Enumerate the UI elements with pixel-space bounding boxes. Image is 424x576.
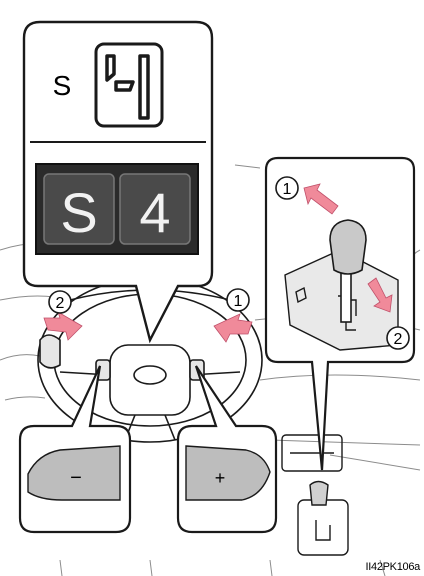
plus-paddle-symbol: +	[215, 468, 226, 488]
figure-id-label: II42PK106a	[366, 561, 421, 573]
shift-up-callout-number: 1	[283, 181, 292, 198]
panel-mode-letter: S	[60, 181, 97, 244]
panel-gear-number: 4	[139, 181, 170, 244]
mode-letter-small: S	[53, 70, 72, 101]
right-paddle-callout-number: 1	[234, 293, 243, 310]
shift-down-callout-number: 2	[394, 331, 403, 348]
plus-paddle-shape	[186, 446, 270, 500]
left-paddle-callout-number: 2	[56, 295, 65, 312]
minus-paddle-symbol: −	[70, 467, 82, 489]
center-console	[282, 435, 348, 555]
